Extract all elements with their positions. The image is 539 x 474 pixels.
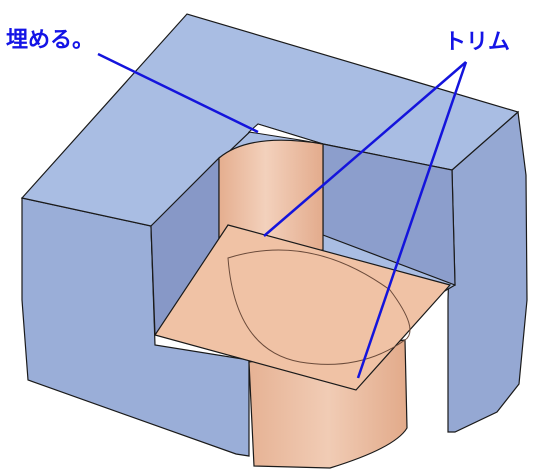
block-right-face — [447, 110, 528, 433]
callout-fill-label: 埋める。 — [6, 28, 95, 53]
leader-line-fill — [97, 52, 259, 134]
leader-line-trim-2 — [356, 61, 468, 379]
callout-trim-label: トリム — [444, 30, 511, 55]
fill-gap — [247, 123, 324, 145]
trim-curve — [227, 249, 411, 365]
cylinder-upper — [218, 139, 324, 256]
leader-line-trim-1 — [263, 61, 467, 237]
